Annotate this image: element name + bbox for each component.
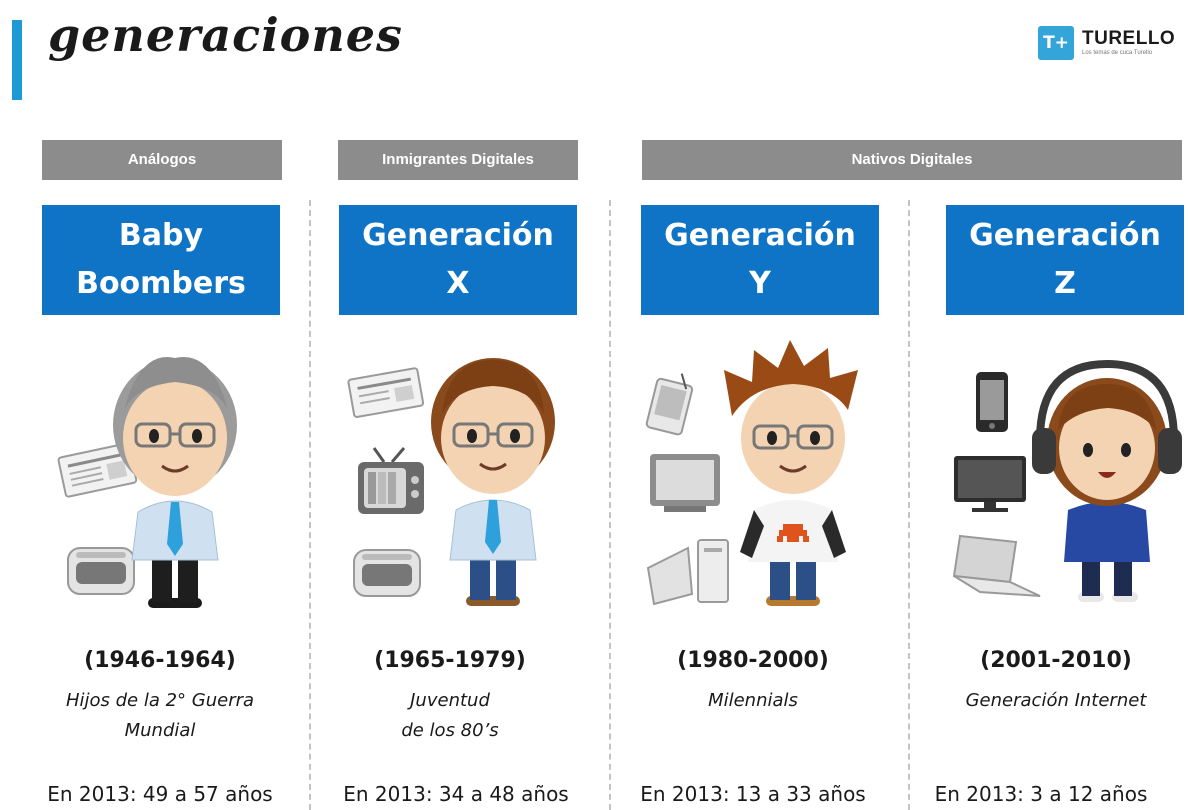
generation-description: Generación Internet bbox=[916, 686, 1188, 716]
generation-age-2013: En 2013: 49 a 57 años bbox=[47, 782, 273, 806]
pda-icon bbox=[645, 373, 694, 436]
generation-description: Juventud de los 80’s bbox=[310, 686, 590, 746]
generation-age-2013: En 2013: 3 a 12 años bbox=[934, 782, 1148, 806]
newspaper-icon bbox=[347, 367, 425, 418]
generation-age-2013: En 2013: 34 a 48 años bbox=[343, 782, 569, 806]
description-line1: Milennials bbox=[708, 690, 798, 711]
category-bar-analogos: Análogos bbox=[42, 140, 282, 180]
radio-icon bbox=[67, 547, 135, 595]
description-line2: de los 80’s bbox=[401, 720, 499, 741]
accent-bar bbox=[12, 20, 22, 100]
generation-title-line2: Y bbox=[749, 266, 771, 301]
column-divider bbox=[609, 200, 611, 810]
newspaper-icon bbox=[57, 442, 138, 498]
generation-title-line2: Z bbox=[1054, 266, 1076, 301]
logo-brand: TURELLO bbox=[1082, 28, 1176, 49]
generation-title-line2: Boombers bbox=[76, 266, 246, 301]
description-line2: Mundial bbox=[124, 720, 196, 741]
flat-screen-tv-icon bbox=[954, 456, 1026, 512]
generation-age-2013: En 2013: 13 a 33 años bbox=[640, 782, 866, 806]
television-icon bbox=[358, 447, 424, 514]
category-bar-nativos: Nativos Digitales bbox=[642, 140, 1182, 180]
column-divider bbox=[908, 200, 910, 810]
generation-years: (1965-1979) bbox=[374, 648, 526, 673]
baby-boomer-character bbox=[113, 357, 237, 608]
generation-title-y: Generación Y bbox=[641, 205, 879, 315]
generation-title-baby-boomers: Baby Boombers bbox=[42, 205, 280, 315]
radio-icon bbox=[353, 549, 421, 597]
page-title: generaciones bbox=[48, 8, 403, 62]
generation-z-character bbox=[1032, 359, 1182, 602]
generation-x-illustration bbox=[347, 358, 555, 606]
generation-z-illustration bbox=[952, 359, 1182, 602]
logo-tagline: Los temas de cuca Turello bbox=[1082, 50, 1153, 56]
generation-title-line1: Generación bbox=[362, 218, 554, 253]
generation-title-line1: Baby bbox=[118, 218, 204, 253]
generation-y-illustration bbox=[645, 340, 858, 606]
description-line1: Generación Internet bbox=[965, 690, 1147, 711]
generation-title-z: Generación Z bbox=[946, 205, 1184, 315]
generation-years: (2001-2010) bbox=[980, 648, 1132, 673]
laptop-icon bbox=[952, 534, 1041, 597]
description-line1: Juventud bbox=[410, 690, 490, 711]
generation-description: Hijos de la 2° Guerra Mundial bbox=[20, 686, 300, 746]
generation-years: (1980-2000) bbox=[677, 648, 829, 673]
crt-monitor-icon bbox=[650, 454, 720, 512]
category-bar-inmigrantes: Inmigrantes Digitales bbox=[338, 140, 578, 180]
desktop-computer-icon bbox=[646, 539, 729, 606]
generation-title-line1: Generación bbox=[664, 218, 856, 253]
generation-title-x: Generación X bbox=[339, 205, 577, 315]
generation-title-line1: Generación bbox=[969, 218, 1161, 253]
logo-mark: T+ bbox=[1038, 26, 1074, 60]
generation-title-line2: X bbox=[446, 266, 470, 301]
brand-logo[interactable]: T+ TURELLO Los temas de cuca Turello bbox=[1038, 26, 1188, 62]
generation-description: Milennials bbox=[613, 686, 893, 716]
column-divider bbox=[309, 200, 311, 810]
baby-boomers-illustration bbox=[57, 357, 237, 608]
generation-years: (1946-1964) bbox=[84, 648, 236, 673]
description-line1: Hijos de la 2° Guerra bbox=[65, 690, 255, 711]
generation-x-character bbox=[431, 358, 555, 606]
smartphone-icon bbox=[976, 372, 1008, 432]
generation-y-character bbox=[724, 340, 858, 606]
